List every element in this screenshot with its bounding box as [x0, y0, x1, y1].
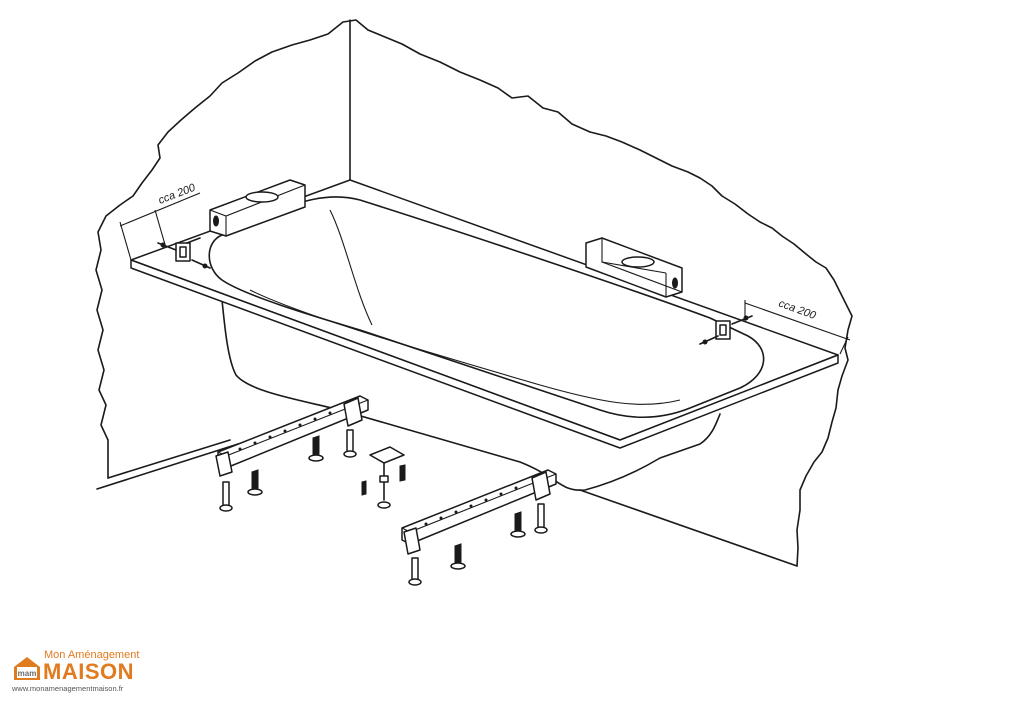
foot-rail-right — [401, 469, 557, 555]
logo-url: www.monamenagementmaison.fr — [12, 684, 124, 693]
brand-logo: mam Mon Aménagement MAISON www.monamenag… — [12, 649, 152, 699]
logo-mark: mam — [18, 669, 37, 678]
screw — [247, 469, 263, 496]
screw — [308, 435, 324, 462]
logo-line2: MAISON — [43, 659, 134, 684]
screw — [361, 480, 367, 496]
bracket-left — [157, 237, 211, 269]
wall-support-left — [209, 179, 306, 237]
dimension-label-left: cca 200 — [157, 181, 198, 206]
bolt — [343, 429, 357, 458]
wall — [95, 19, 853, 567]
logo-line1: Mon Aménagement — [44, 649, 140, 661]
bracket-right — [699, 315, 753, 345]
foot-rail-left — [215, 395, 369, 477]
bolt — [408, 557, 422, 586]
dimension-label-right: cca 200 — [777, 298, 818, 323]
wall-support-right — [585, 237, 683, 298]
bolt — [534, 503, 548, 534]
house-logo-icon: mam — [14, 657, 40, 680]
screw — [399, 464, 406, 482]
bolt — [219, 481, 233, 512]
screw — [450, 543, 466, 570]
center-support-foot — [369, 446, 405, 509]
screw — [510, 511, 526, 538]
